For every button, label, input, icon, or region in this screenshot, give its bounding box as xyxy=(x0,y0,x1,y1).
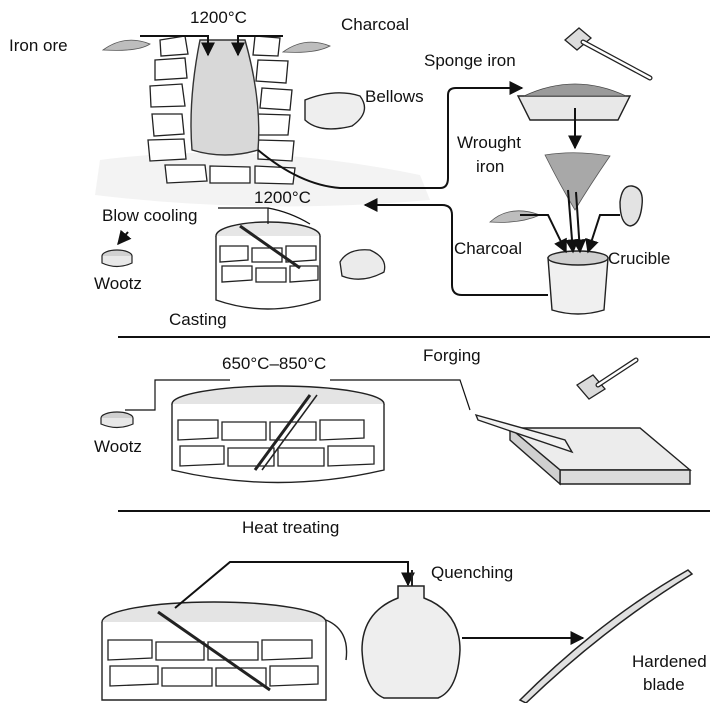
furnace-to-quench-arrow xyxy=(175,562,408,608)
forging-hearth-icon xyxy=(172,386,384,483)
crucible-small-icon xyxy=(620,186,642,226)
crucible-pot-icon xyxy=(548,251,608,314)
charcoal-mid-heap-icon xyxy=(490,211,540,223)
smelting-section: 1200°C Iron ore Charcoal Sponge iron Bel… xyxy=(9,8,670,329)
heat-treating-section: Heat treating Quenching xyxy=(102,518,707,703)
heat-treating-title: Heat treating xyxy=(242,518,339,537)
wootz-label-forging: Wootz xyxy=(94,437,142,456)
charcoal-mid-label: Charcoal xyxy=(454,239,522,258)
wootz-forging-icon xyxy=(101,412,133,428)
hardened-blade-label-line2: blade xyxy=(643,675,685,694)
iron-ore-heap-icon xyxy=(103,40,150,50)
casting-label: Casting xyxy=(169,310,227,329)
charcoal-top-label: Charcoal xyxy=(341,15,409,34)
charcoal-heap-icon xyxy=(283,42,330,52)
casting-mould-icon xyxy=(340,250,385,279)
forging-temp-label: 650°C–850°C xyxy=(222,354,326,373)
blow-cooling-arrow xyxy=(118,232,128,244)
heat-treating-furnace-icon xyxy=(102,602,347,700)
sponge-iron-label: Sponge iron xyxy=(424,51,516,70)
wrought-iron-label-line1: Wrought xyxy=(457,133,521,152)
forging-title: Forging xyxy=(423,346,481,365)
hardened-blade-label-line1: Hardened xyxy=(632,652,707,671)
wrought-iron-label-line2: iron xyxy=(476,157,504,176)
wootz-label-smelting: Wootz xyxy=(94,274,142,293)
iron-ore-label: Iron ore xyxy=(9,36,68,55)
temp-mid-label: 1200°C xyxy=(254,188,311,207)
hammer-icon xyxy=(565,28,650,78)
charcoal-to-crucible-arrow xyxy=(520,215,566,252)
crucible-label: Crucible xyxy=(608,249,670,268)
forging-section: Forging 650°C–850°C Wootz xyxy=(94,346,690,484)
casting-furnace-icon xyxy=(216,222,320,309)
wootz-cake-icon xyxy=(102,250,132,267)
crucible-small-arrow xyxy=(588,215,620,252)
quench-jar-icon xyxy=(362,570,460,698)
forging-hammer-icon xyxy=(577,360,636,399)
bellows-icon xyxy=(305,93,365,129)
quenching-label: Quenching xyxy=(431,563,513,582)
temp-top-label: 1200°C xyxy=(190,8,247,27)
bellows-label: Bellows xyxy=(365,87,424,106)
blow-cooling-label: Blow cooling xyxy=(102,206,197,225)
